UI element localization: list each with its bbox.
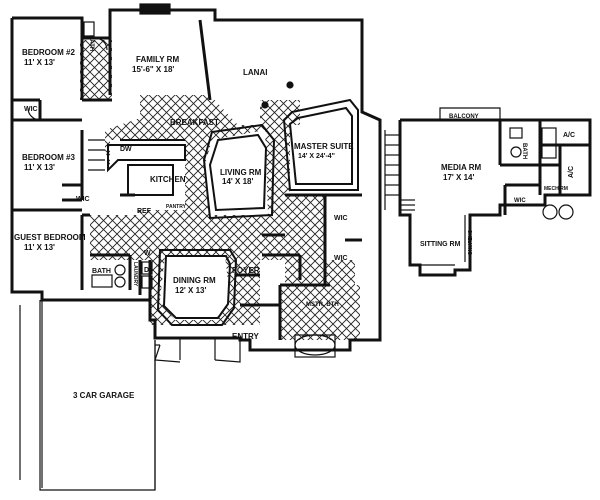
family-room-label: FAMILY RM	[136, 55, 179, 64]
sitting-room-label: SITTING RM	[420, 241, 461, 248]
dryer-label: D	[144, 267, 149, 274]
bath-upper-label: BATH	[521, 143, 527, 159]
fixtures	[19, 3, 336, 491]
wic-upper-label: WIC	[514, 198, 526, 204]
wic-bedroom2-label: WIC	[24, 106, 38, 113]
bedroom3-label: BEDROOM #3	[22, 153, 75, 162]
media-room-label: MEDIA RM	[441, 163, 481, 172]
living-room-label: LIVING RM	[220, 168, 262, 177]
master-suite-label: MASTER SUITE	[294, 142, 354, 151]
wic-bedroom3-label: WIC	[76, 196, 90, 203]
mech-room-label: MECH RM	[544, 186, 568, 192]
bath-guest-label: BATH	[92, 268, 111, 275]
guest-bedroom-label: GUEST BEDROOM	[14, 233, 86, 242]
kitchen-label: KITCHEN	[150, 175, 186, 184]
wic-master2-label: WIC	[334, 255, 348, 262]
lanai-label: LANAI	[243, 68, 267, 77]
balcony-label: BALCONY	[449, 114, 479, 120]
breakfast-label: BREAKFAST	[170, 118, 219, 127]
shelving-label: SHELVING	[466, 230, 472, 255]
master-bath-label: MSTR. BTH	[306, 302, 339, 308]
bedroom2-label: BEDROOM #2	[22, 48, 75, 57]
upper-floor-walls	[398, 118, 592, 277]
ac2-label: A/C	[568, 166, 575, 178]
upper-floor-fixtures	[384, 107, 574, 266]
media-room-dims: 17' X 14'	[443, 173, 474, 182]
washer-label: W	[144, 250, 151, 257]
dining-room-dims: 12' X 13'	[175, 286, 206, 295]
bedroom3-dims: 11' X 13'	[24, 163, 55, 172]
wic-master1-label: WIC	[334, 215, 348, 222]
pantry-label: PANTRY	[166, 204, 187, 210]
family-room-dims: 15'-6" X 18'	[132, 65, 174, 74]
ac1-label: A/C	[563, 132, 575, 139]
room-outlines	[107, 98, 359, 326]
entry-label: ENTRY	[232, 332, 259, 341]
laundry-label: LAUNDRY	[132, 262, 138, 287]
bedroom2-dims: 11' X 13'	[24, 58, 55, 67]
ref-label: REF	[137, 208, 152, 215]
garage-label: 3 CAR GARAGE	[73, 391, 135, 400]
living-room-dims: 14' X 18'	[222, 177, 253, 186]
master-suite-dims: 14' X 24'-4"	[298, 153, 335, 160]
dishwasher-label: DW	[120, 146, 132, 153]
room-labels: BEDROOM #2 11' X 13' FAMILY RM 15'-6" X …	[14, 35, 575, 400]
guest-bedroom-dims: 11' X 13'	[24, 243, 55, 252]
bath-top-label: BATH	[88, 35, 94, 51]
dining-room-label: DINING RM	[173, 276, 216, 285]
foyer-label: FOYER	[232, 266, 260, 275]
